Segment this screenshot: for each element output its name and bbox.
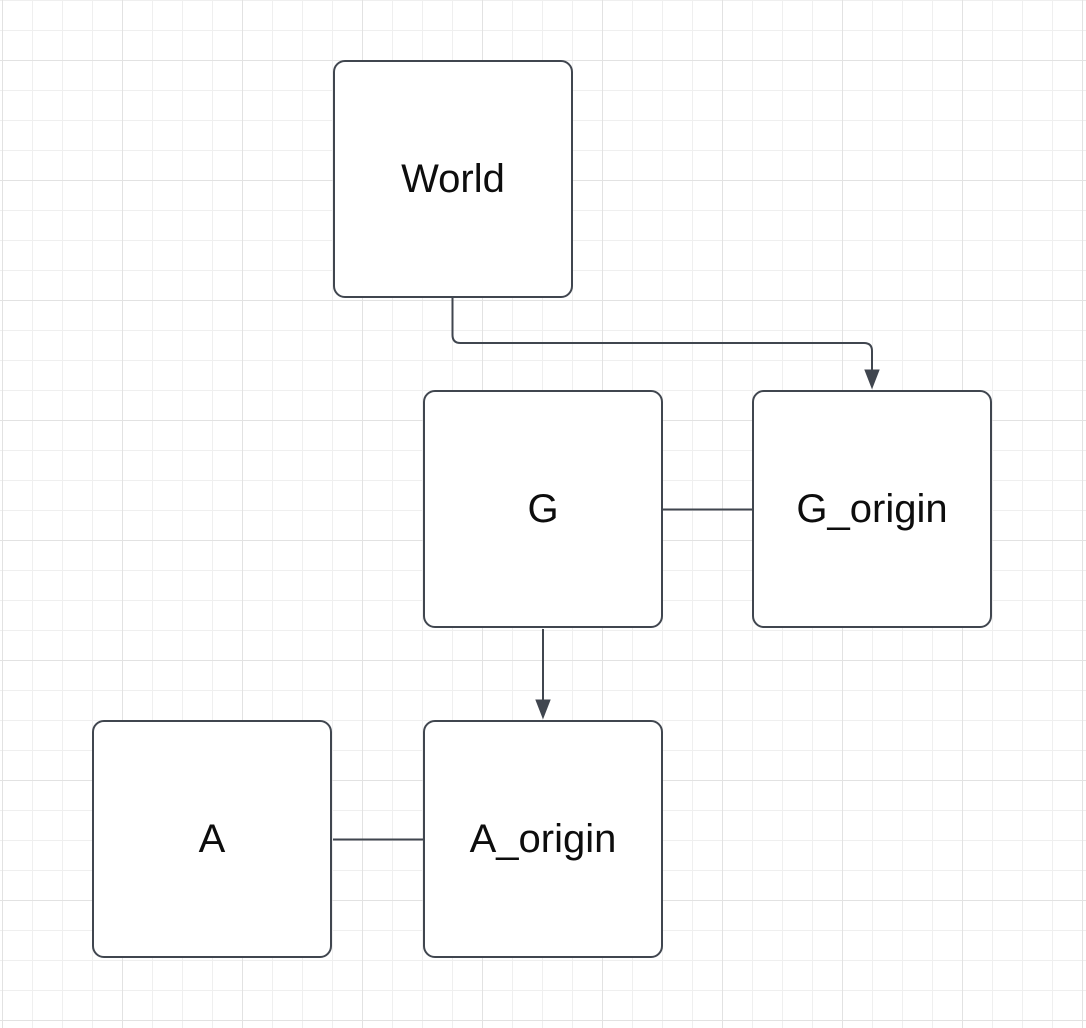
node-g-origin[interactable]: G_origin — [752, 390, 992, 628]
node-a-label: A — [198, 817, 226, 861]
arrowhead-icon — [864, 369, 880, 390]
node-a-origin[interactable]: A_origin — [423, 720, 663, 958]
edge-g-to-a-origin[interactable] — [535, 629, 551, 720]
arrowhead-icon — [535, 699, 551, 720]
edge-world-to-g-origin-path[interactable] — [451, 298, 873, 370]
node-g-origin-label: G_origin — [796, 487, 948, 531]
node-a-origin-label: A_origin — [469, 817, 617, 861]
node-a[interactable]: A — [92, 720, 332, 958]
node-g-label: G — [527, 487, 559, 531]
node-world-label: World — [401, 157, 505, 201]
node-g[interactable]: G — [423, 390, 663, 628]
edge-world-to-g-origin[interactable] — [451, 298, 880, 390]
node-world[interactable]: World — [333, 60, 573, 298]
